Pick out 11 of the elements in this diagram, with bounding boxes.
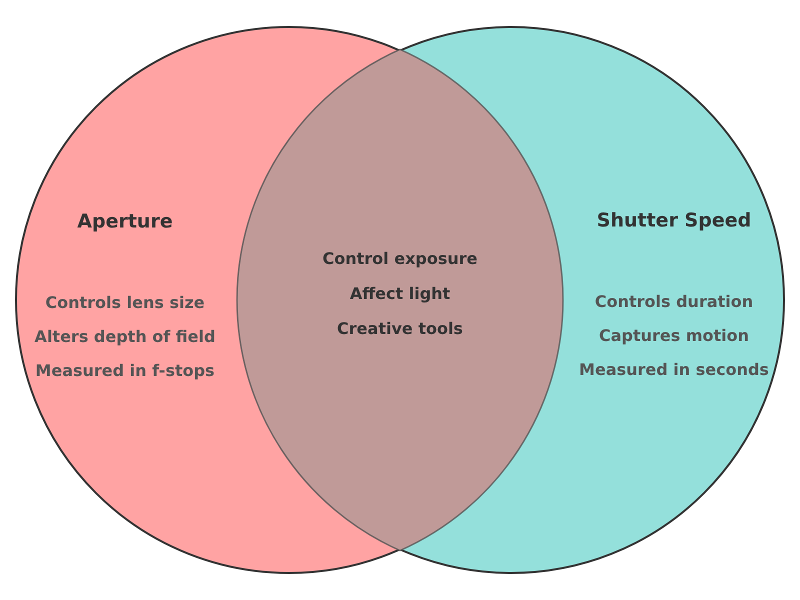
set-title: Aperture — [77, 212, 173, 232]
set-item: Controls duration — [594, 294, 754, 310]
set-item: Controls lens size — [45, 295, 205, 311]
overlap-item: Affect light — [350, 286, 450, 302]
set-item: Measured in seconds — [579, 362, 769, 378]
set-item: Alters depth of field — [34, 329, 216, 345]
overlap-item: Control exposure — [322, 251, 478, 267]
overlap-item: Creative tools — [337, 321, 463, 337]
set-item: Measured in f-stops — [35, 363, 215, 379]
set-title: Shutter Speed — [596, 212, 752, 230]
set-item: Captures motion — [598, 328, 750, 344]
